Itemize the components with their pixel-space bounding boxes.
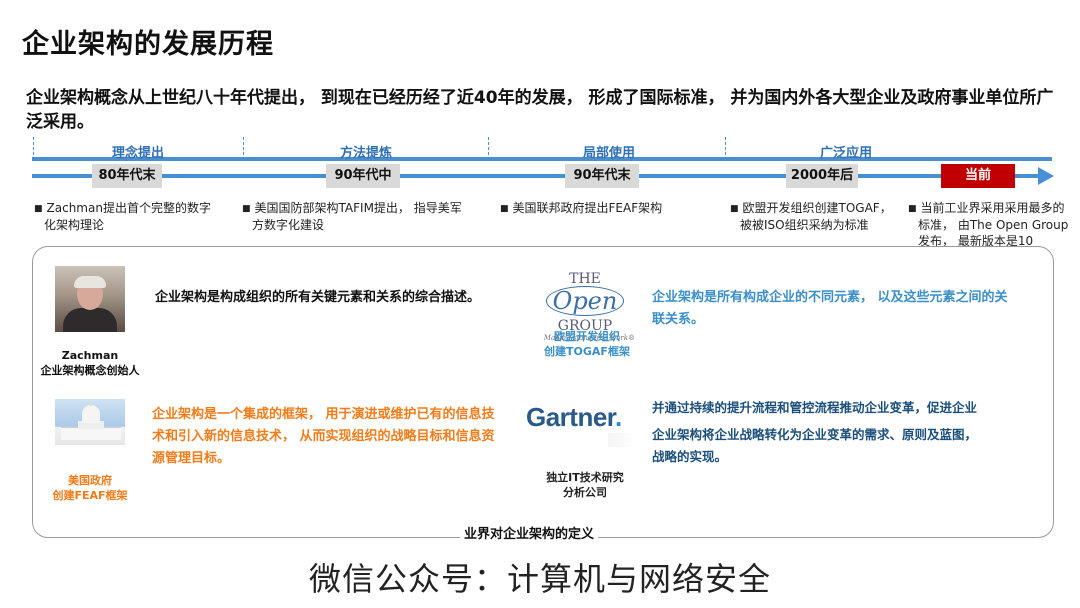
feaf-caption: 美国政府 创建FEAF框架 [52,474,128,502]
timeline-period-axis [32,174,1040,178]
zachman-caption: Zachman 企业架构概念创始人 [40,349,140,377]
period-badge: 90年代末 [565,164,639,188]
phase-label: 广泛应用 [820,146,873,161]
timeline-note: ■美国国防部架构TAFIM提出， 指导美军 方数字化建设 [242,201,462,232]
phase-label: 理念提出 [112,146,165,161]
timeline-arrow-icon [1038,167,1054,185]
phase-divider [243,137,244,155]
bullet-icon: ■ [34,203,43,214]
timeline-note: ■Zachman提出首个完整的数字 化架构理论 [34,201,211,232]
open-group-definition: 企业架构是所有构成企业的不同元素， 以及这些元素之间的关 联关系。 [652,290,1008,327]
period-badge: 2000年后 [786,164,858,188]
phase-divider [488,137,489,155]
capitol-image [55,399,125,445]
page-title: 企业架构的发展历程 [22,29,274,60]
bullet-icon: ■ [242,203,251,214]
phase-divider [725,137,726,155]
gartner-definition: 并通过持续的提升流程和管控流程推动企业变革，促进企业 企业架构将企业战略转化为企… [652,400,978,464]
intro-paragraph: 企业架构概念从上世纪八十年代提出， 到现在已经历经了近40年的发展， 形成了国际… [26,88,1054,132]
phase-label: 方法提炼 [340,146,393,161]
period-badge: 90年代中 [326,164,400,188]
period-badge-current: 当前 [941,164,1015,188]
footer-watermark: 微信公众号：计算机与网络安全 [308,560,771,598]
open-group-caption: 欧盟开发组织 创建TOGAF框架 [544,330,630,358]
gartner-logo: Gartner. [526,402,622,432]
period-badge: 80年代末 [92,164,162,188]
zachman-photo [55,266,125,332]
timeline-note: ■美国联邦政府提出FEAF架构 [500,201,663,215]
timeline-note: ■欧盟开发组织创建TOGAF， 被被ISO组织采纳为标准 [730,201,892,232]
phase-label: 局部使用 [583,146,636,161]
gartner-caption: 独立IT技术研究 分析公司 [546,471,624,499]
feaf-definition: 企业架构是一个集成的框架， 用于演进或维护已有的信息技 术和引入新的信息技术， … [152,407,495,466]
bullet-icon: ■ [908,203,917,214]
timeline-note: ■当前工业界采用采用最多的 标准， 由The Open Group 发布， 最新… [908,201,1069,248]
phase-divider [33,137,34,155]
bullet-icon: ■ [500,203,509,214]
decorative-arrow [608,433,636,447]
zachman-definition: 企业架构是构成组织的所有关键元素和关系的综合描述。 [155,290,481,305]
bullet-icon: ■ [730,203,739,214]
open-group-logo: THE Open GROUP Making standards work® [543,271,635,342]
panel-title: 业界对企业架构的定义 [460,523,599,542]
timeline-phase-axis [32,157,1052,161]
